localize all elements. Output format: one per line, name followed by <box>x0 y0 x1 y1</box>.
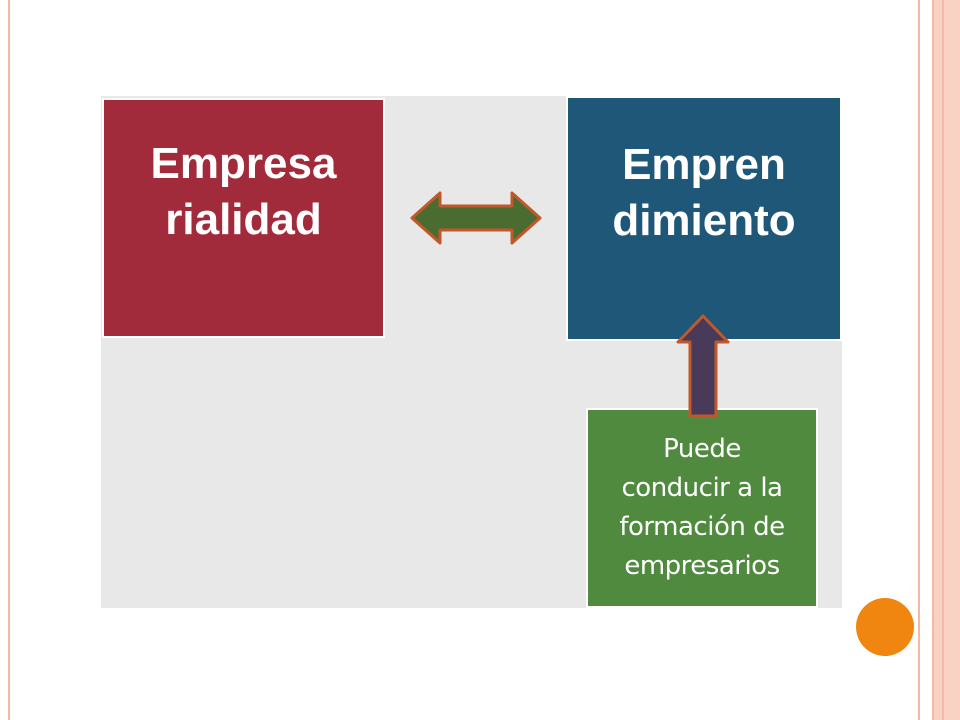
double-headed-arrow-icon <box>410 191 542 245</box>
slide-frame-right-band <box>932 0 960 720</box>
empresarialidad-box: Empresa rialidad <box>102 98 385 338</box>
formacion-empresarios-box: Puede conducir a la formación de empresa… <box>586 408 818 608</box>
slide-frame-right-line <box>942 0 944 720</box>
slide-frame-right-line <box>918 0 920 720</box>
emprendimiento-label: Empren dimiento <box>612 139 796 245</box>
empresarialidad-label: Empresa rialidad <box>150 139 337 244</box>
slide-frame-right-line <box>932 0 934 720</box>
corner-dot-decoration <box>856 598 914 656</box>
formacion-empresarios-label: Puede conducir a la formación de empresa… <box>619 434 785 581</box>
emprendimiento-box: Empren dimiento <box>566 96 842 341</box>
slide-frame-left-line <box>8 0 10 720</box>
up-arrow-icon <box>676 314 730 418</box>
